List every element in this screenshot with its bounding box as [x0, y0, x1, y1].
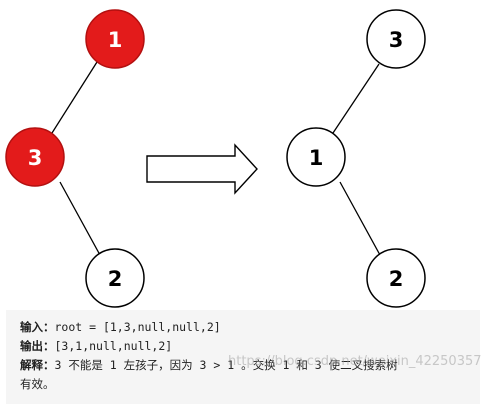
reason-text-line1: 3 不能是 1 左孩子，因为 3 > 1 。交换 1 和 3 使二叉搜索树	[54, 358, 398, 372]
edge-1-3	[51, 61, 98, 134]
input-row: 输入：root = [1,3,null,null,2]	[20, 318, 480, 337]
reason-label: 解释：	[20, 358, 55, 372]
before-node-2-label: 2	[108, 267, 123, 291]
after-node-2: 2	[366, 248, 426, 308]
after-node-3-label: 3	[389, 28, 404, 52]
output-row: 输出：[3,1,null,null,2]	[20, 337, 480, 356]
reason-row-continued: 有效。	[20, 375, 480, 394]
explanation-panel: 输入：root = [1,3,null,null,2] 输出：[3,1,null…	[6, 310, 480, 404]
before-node-3: 3	[5, 127, 65, 187]
edge-1-2	[339, 181, 381, 256]
before-node-1-label: 1	[108, 28, 123, 52]
input-value: root = [1,3,null,null,2]	[54, 320, 221, 334]
transform-arrow	[146, 143, 258, 195]
before-node-1: 1	[85, 9, 145, 69]
output-label: 输出：	[20, 339, 55, 353]
before-node-3-label: 3	[28, 146, 43, 170]
after-node-1: 1	[286, 127, 346, 187]
reason-text-line2: 有效。	[20, 377, 55, 391]
watermark: https://blog.csdn.net/weixin_42250357	[228, 354, 482, 369]
after-node-3: 3	[366, 9, 426, 69]
output-value: [3,1,null,null,2]	[54, 339, 173, 353]
after-node-2-label: 2	[389, 267, 404, 291]
before-node-2: 2	[85, 248, 145, 308]
tree-diagram: 1 3 2 3 1 2	[5, 9, 426, 308]
edge-3-2	[59, 181, 101, 256]
input-label: 输入：	[20, 320, 55, 334]
edge-3-1	[332, 63, 380, 134]
reason-row: 解释：3 不能是 1 左孩子，因为 3 > 1 。交换 1 和 3 使二叉搜索树	[20, 356, 480, 375]
after-node-1-label: 1	[309, 146, 324, 170]
